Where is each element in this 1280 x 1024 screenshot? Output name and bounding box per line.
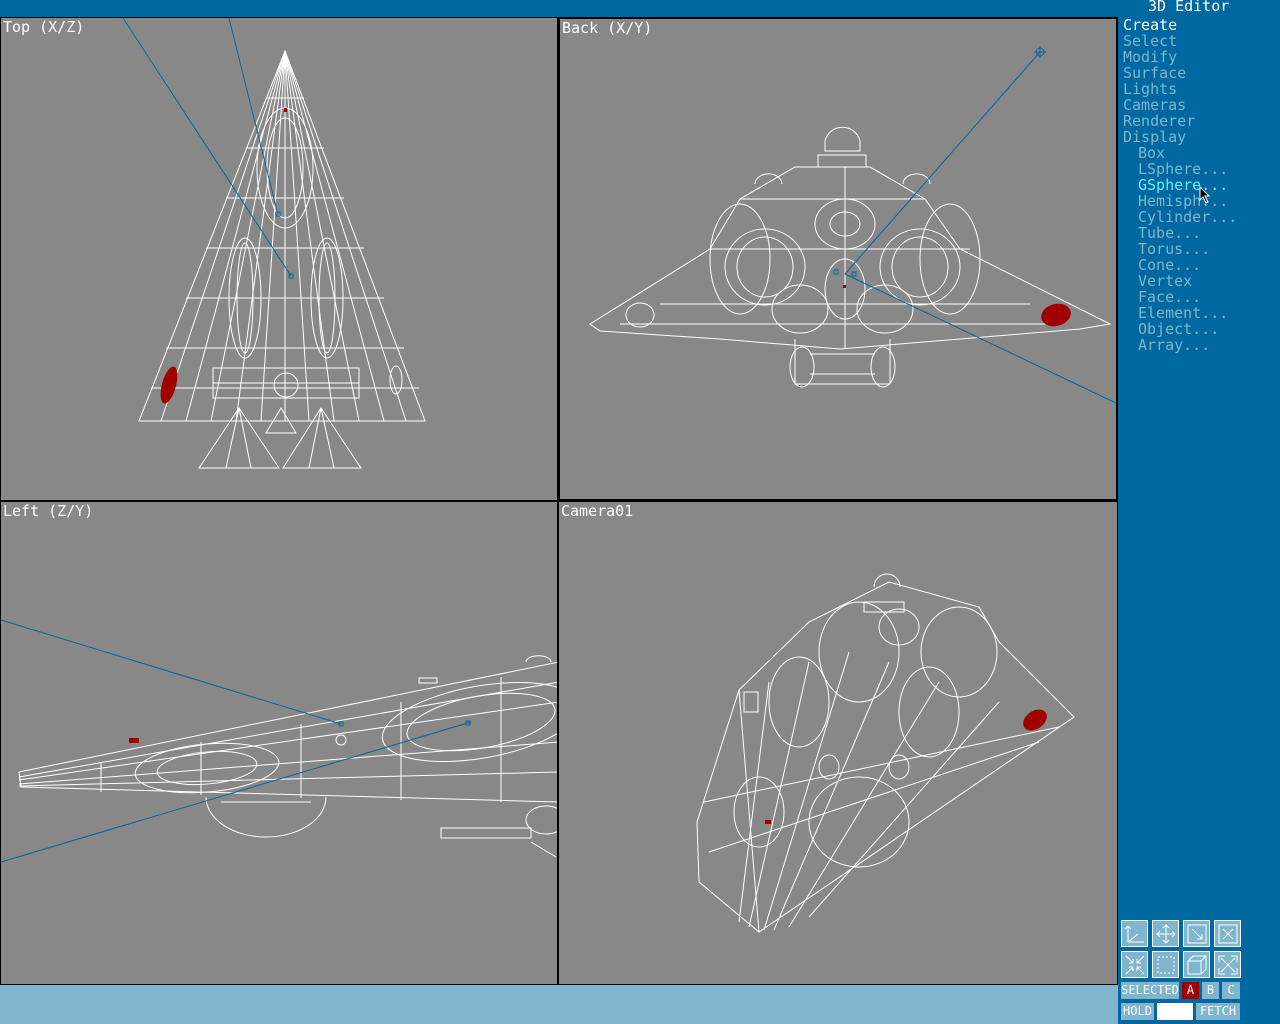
menu-display[interactable]: Display (1123, 128, 1187, 146)
menu-renderer[interactable]: Renderer (1123, 112, 1196, 130)
viewport-top[interactable]: Top (X/Z) (0, 17, 558, 501)
zoom-region-icon[interactable] (1183, 920, 1210, 947)
submenu-vertex[interactable]: Vertex (1138, 272, 1193, 290)
viewport-label[interactable]: Left (Z/Y) (3, 502, 94, 520)
submenu-face[interactable]: Face... (1138, 288, 1202, 306)
left-view-wireframe (1, 619, 557, 863)
submenu-torus[interactable]: Torus... (1138, 240, 1211, 258)
zoom-out-icon[interactable] (1121, 951, 1148, 978)
status-bar (0, 985, 1118, 1024)
selection-set-a-button[interactable]: A (1182, 982, 1199, 999)
viewport-label[interactable]: Camera01 (561, 502, 634, 520)
mouse-pointer-icon (1199, 186, 1211, 204)
viewport-label[interactable]: Back (X/Y) (562, 19, 653, 37)
app-title: 3D Editor (1148, 0, 1230, 15)
viewport-label[interactable]: Top (X/Z) (3, 18, 85, 36)
submenu-cone[interactable]: Cone... (1138, 256, 1202, 274)
selected-label: SELECTED (1121, 982, 1179, 999)
submenu-cylinder[interactable]: Cylinder... (1138, 208, 1238, 226)
hold-status-indicator (1157, 1003, 1193, 1020)
pan-icon[interactable] (1152, 920, 1179, 947)
viewport-left[interactable]: Left (Z/Y) (0, 501, 558, 985)
submenu-element[interactable]: Element... (1138, 304, 1229, 322)
axis-icon[interactable] (1121, 920, 1148, 947)
submenu-box[interactable]: Box (1138, 144, 1166, 162)
viewport-back[interactable]: Back (X/Y) (558, 17, 1118, 501)
menu-select[interactable]: Select (1123, 32, 1178, 50)
fetch-button[interactable]: FETCH (1196, 1003, 1240, 1020)
submenu-object[interactable]: Object... (1138, 320, 1220, 338)
selection-set-b-button[interactable]: B (1202, 982, 1219, 999)
selection-set-c-button[interactable]: C (1222, 982, 1240, 999)
camera-view-wireframe (696, 573, 1075, 933)
menu-cameras[interactable]: Cameras (1123, 96, 1187, 114)
zoom-extents-icon[interactable] (1214, 920, 1241, 947)
menu-modify[interactable]: Modify (1123, 48, 1178, 66)
back-view-wireframe (589, 46, 1116, 404)
title-bar: 3D Editor (0, 0, 1280, 17)
submenu-array[interactable]: Array... (1138, 336, 1211, 354)
submenu-hemisphere[interactable]: Hemisph... (1138, 192, 1229, 210)
viewport-camera[interactable]: Camera01 (558, 501, 1118, 985)
menu-surface[interactable]: Surface (1123, 64, 1187, 82)
submenu-lsphere[interactable]: LSphere... (1138, 160, 1229, 178)
menu-lights[interactable]: Lights (1123, 80, 1178, 98)
cube-icon[interactable] (1183, 951, 1210, 978)
full-screen-icon[interactable] (1214, 951, 1241, 978)
region-icon[interactable] (1152, 951, 1179, 978)
submenu-gsphere[interactable]: GSphere... (1138, 176, 1229, 194)
command-panel: Create Select Modify Surface Lights Came… (1118, 17, 1280, 1024)
menu-create[interactable]: Create (1123, 16, 1178, 34)
submenu-tube[interactable]: Tube... (1138, 224, 1202, 242)
hold-button[interactable]: HOLD (1121, 1003, 1154, 1020)
top-view-wireframe (122, 18, 426, 469)
